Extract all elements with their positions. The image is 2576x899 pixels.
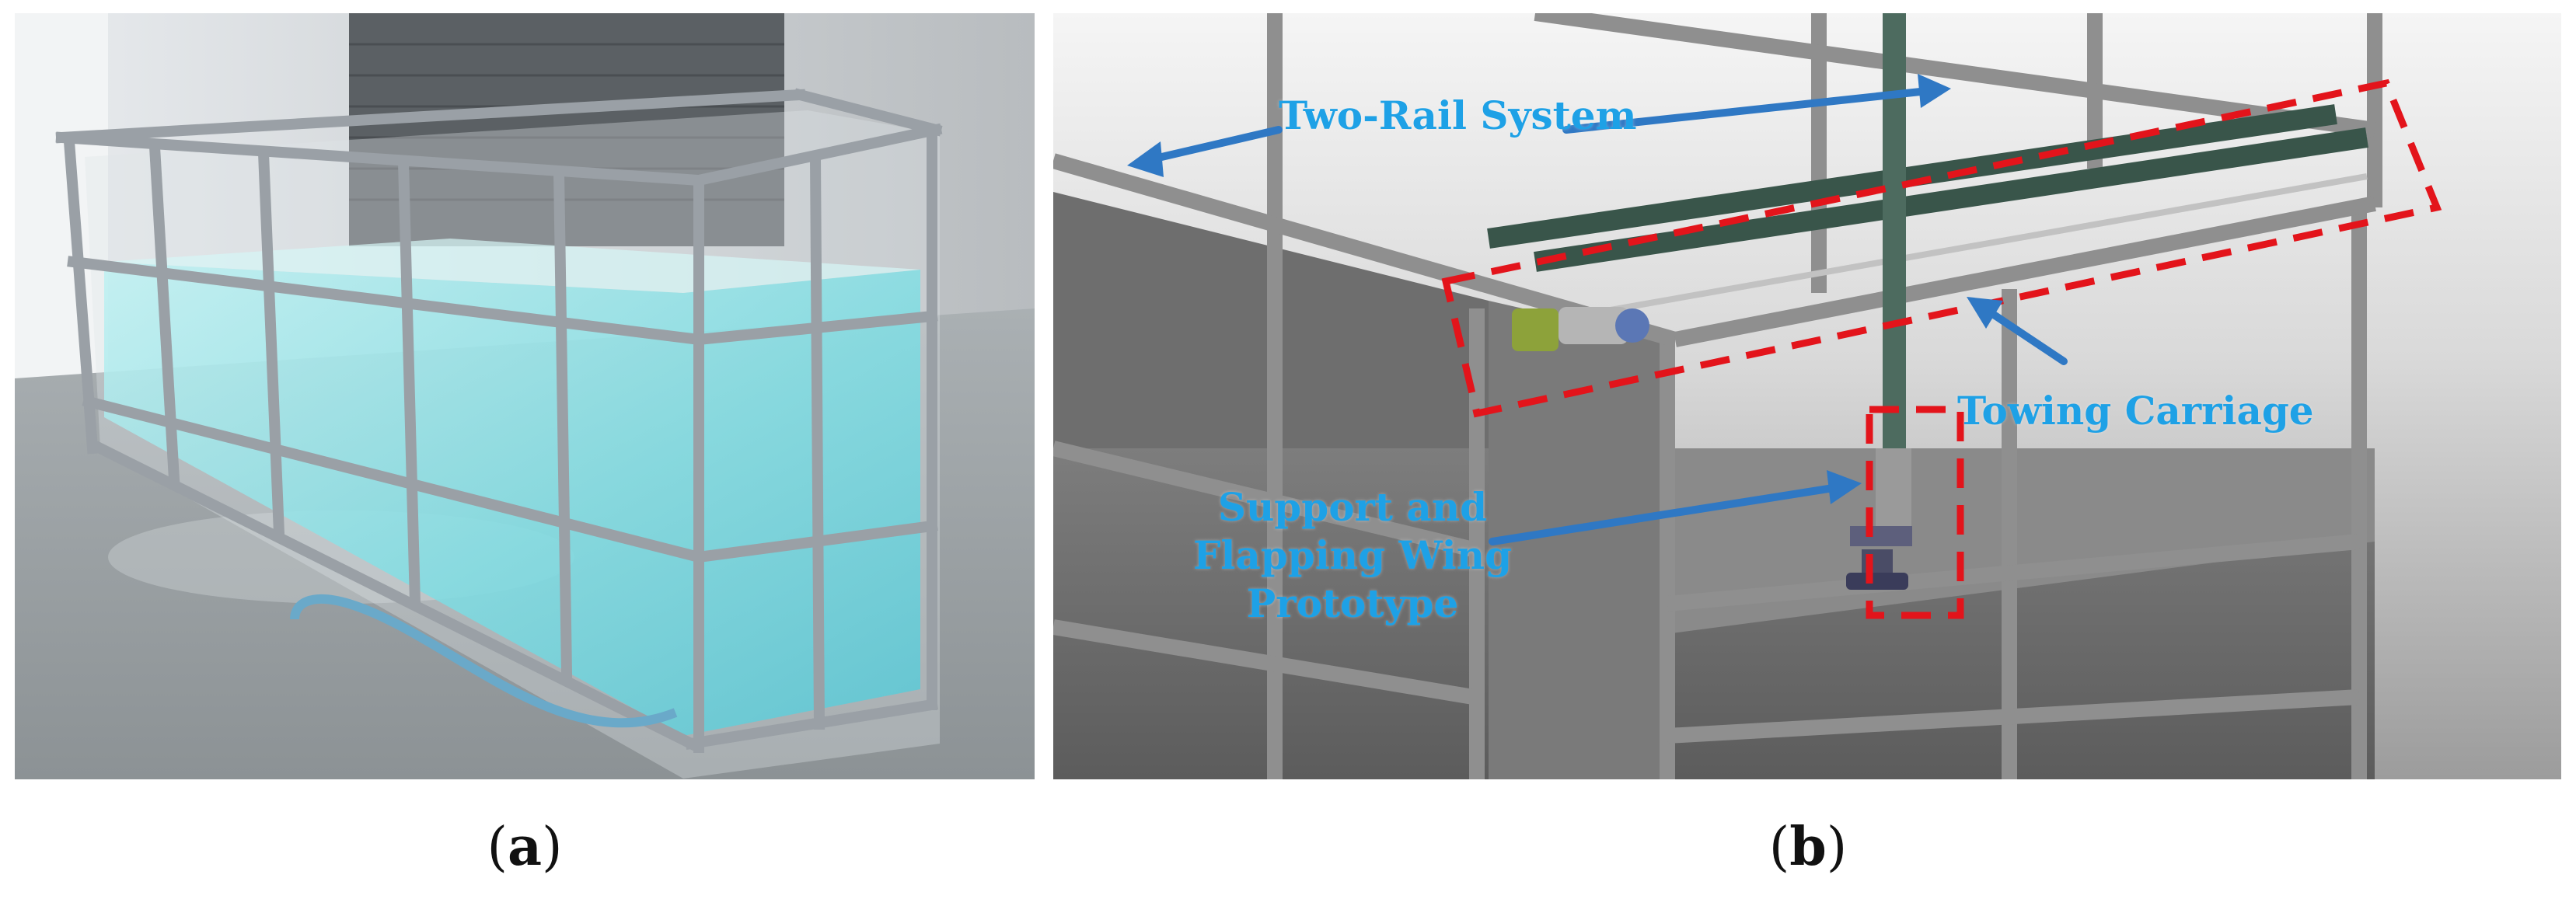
caption-a: (a) bbox=[487, 816, 563, 878]
support-label-line3: Prototype bbox=[1246, 580, 1459, 626]
two-rail-system-label: Two-Rail System bbox=[1279, 92, 1637, 138]
tank-photo-illustration bbox=[15, 13, 1035, 779]
caption-b: (b) bbox=[1768, 816, 1848, 878]
towing-carriage-label: Towing Carriage bbox=[1957, 388, 2314, 434]
support-label-line1: Support and bbox=[1217, 484, 1488, 530]
photo-water-tank bbox=[15, 13, 1035, 779]
caption-b-letter: b bbox=[1789, 816, 1827, 878]
cad-illustration bbox=[1053, 13, 2561, 779]
support-prototype-label: Support and Flapping Wing Prototype bbox=[1182, 483, 1524, 628]
cad-rendering-towing-system bbox=[1053, 13, 2561, 779]
support-label-line2: Flapping Wing bbox=[1192, 532, 1513, 578]
caption-a-letter: a bbox=[507, 816, 543, 878]
